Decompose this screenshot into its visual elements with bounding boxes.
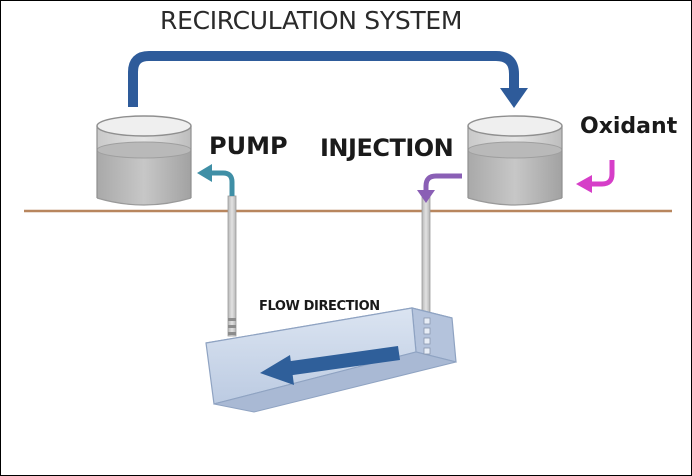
oxidant-label: Oxidant <box>580 114 678 139</box>
pump-label: PUMP <box>207 132 290 160</box>
injection-arrow-icon <box>417 173 462 203</box>
oxidant-arrow-icon <box>576 160 615 193</box>
flow-direction-label: FLOW DIRECTION <box>259 299 380 314</box>
left-tank-icon <box>96 115 192 206</box>
flow-direction-arrow-icon <box>260 346 400 385</box>
recirculation-arrow <box>128 51 528 108</box>
right-tank-icon <box>467 115 563 206</box>
diagram-title: RECIRCULATION SYSTEM <box>160 6 463 35</box>
aquifer-box <box>205 307 457 413</box>
pump-arrow-icon <box>197 164 235 196</box>
injection-label: INJECTION <box>320 134 454 162</box>
pump-well <box>227 195 237 337</box>
injection-well <box>421 195 431 317</box>
